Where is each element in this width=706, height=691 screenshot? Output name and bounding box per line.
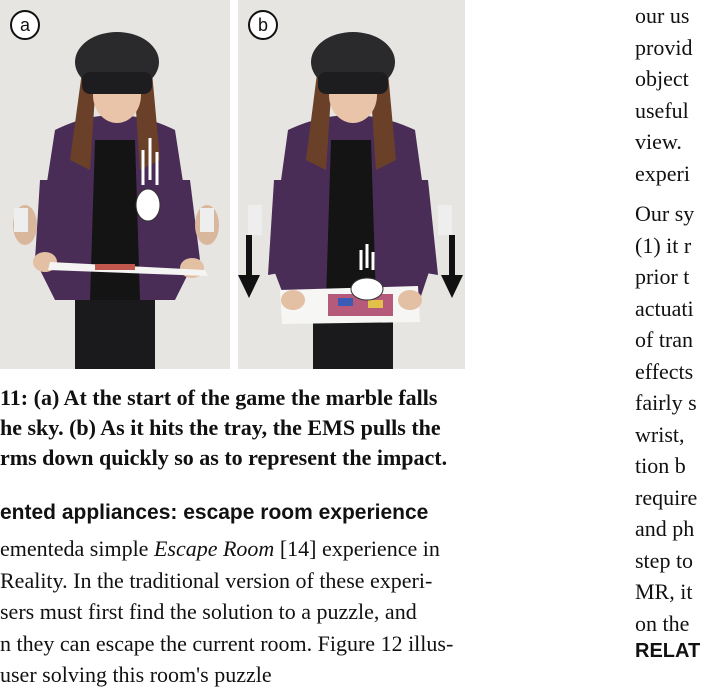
right-paragraph-1: our us provid object useful view. experi — [635, 0, 692, 189]
right-p2-line: Our sy — [635, 201, 695, 226]
related-work-heading: RELAT — [635, 640, 701, 662]
right-paragraph-2: Our sy (1) it r prior t actuati of tran … — [635, 198, 697, 639]
body-line-3: sers must first find the solution to a p… — [0, 599, 417, 624]
panel-a-photo — [0, 0, 230, 369]
right-p2-line: (1) it r — [635, 232, 692, 258]
figure-caption: 11: (a) At the start of the game the mar… — [0, 383, 580, 473]
right-p1-line: our us — [635, 3, 690, 28]
right-p1-line: useful — [635, 97, 689, 123]
caption-line-1: 11: (a) At the start of the game the mar… — [0, 385, 438, 410]
right-p1-line: object — [635, 66, 689, 91]
panel-b-photo — [238, 0, 465, 369]
right-p2-line: MR, it — [635, 579, 693, 604]
right-p2-line: require — [635, 484, 698, 510]
caption-line-2: he sky. (b) As it hits the tray, the EMS… — [0, 415, 441, 440]
right-p2-line: fairly s — [635, 390, 697, 415]
right-p1-line: provid — [635, 34, 693, 60]
right-p1-line: experi — [635, 160, 690, 186]
figure-panel-b: b — [238, 0, 465, 369]
left-body-text: ementeda simple Escape Room [14] experie… — [0, 533, 580, 691]
body-line-2: Reality. In the traditional version of t… — [0, 567, 433, 593]
caption-line-3: rms down quickly so as to represent the … — [0, 445, 448, 470]
right-p2-line: of tran — [635, 327, 694, 352]
body-line-5: user solving this room's puzzle — [0, 662, 272, 687]
panel-b-label: b — [248, 10, 278, 40]
body-line-1-pre: ementeda simple — [0, 536, 154, 561]
right-p2-line: effects — [635, 358, 694, 384]
right-p2-line: tion b — [635, 453, 686, 478]
body-line-4: n they can escape the current room. Figu… — [0, 630, 454, 656]
right-p2-line: and ph — [635, 516, 695, 541]
panel-a-label: a — [10, 10, 40, 40]
right-p2-line: actuati — [635, 295, 694, 321]
right-p2-line: prior t — [635, 264, 690, 289]
right-p2-line: wrist, — [635, 421, 685, 447]
figure-panel-a: a — [0, 0, 230, 369]
right-p1-line: view. — [635, 129, 682, 154]
escape-room-term: Escape Room — [153, 536, 275, 561]
body-line-1: ementeda simple Escape Room [14] experie… — [0, 533, 580, 565]
right-p2-line: on the — [635, 610, 690, 636]
body-line-1-post: [14] experience in — [274, 536, 440, 561]
section-heading: ented appliances: escape room experience — [0, 501, 429, 524]
right-column: our us provid object useful view. experi… — [635, 0, 706, 669]
right-p2-line: step to — [635, 547, 694, 573]
